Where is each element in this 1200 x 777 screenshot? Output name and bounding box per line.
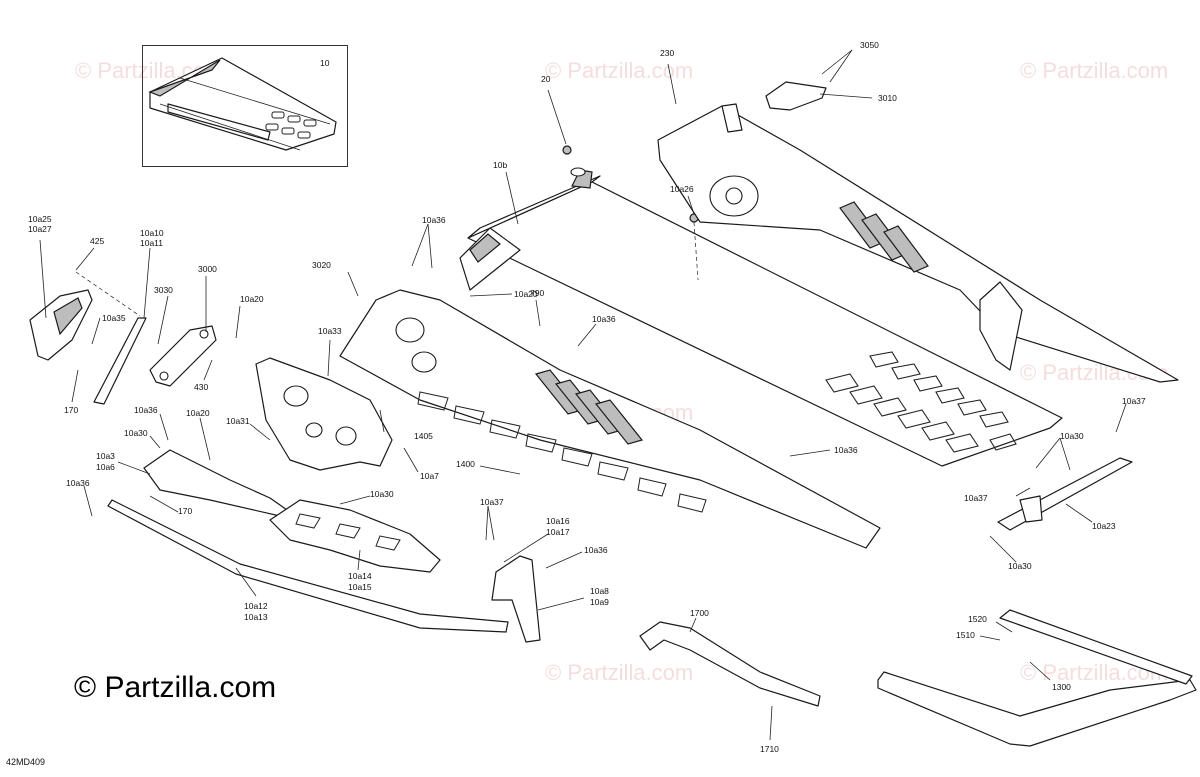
callout-10a7: 10a7 [420, 471, 439, 481]
callout-10a31: 10a31 [226, 416, 250, 426]
callout-1300: 1300 [1052, 682, 1071, 692]
callout-10a20-low: 10a20 [186, 408, 210, 418]
callout-10a37-r: 10a37 [1122, 396, 1146, 406]
callout-1520: 1520 [968, 614, 987, 624]
rail-10a23 [997, 457, 1133, 531]
callout-10a8: 10a8 [590, 586, 609, 596]
callout-10a3: 10a3 [96, 451, 115, 461]
callout-170-low: 170 [178, 506, 192, 516]
callout-10b: 10b [493, 160, 507, 170]
callout-10a37-r2: 10a37 [964, 493, 988, 503]
bracket-10a3 [143, 449, 291, 517]
watermark-2: © Partzilla.com [545, 58, 693, 83]
callout-1405: 1405 [414, 431, 433, 441]
callout-3030: 3030 [154, 285, 173, 295]
handle-1700 [639, 621, 821, 707]
callout-10a33: 10a33 [318, 326, 342, 336]
watermark-3: © Partzilla.com [1020, 58, 1168, 83]
callout-10a36-d: 10a36 [834, 445, 858, 455]
callout-10a30-r2: 10a30 [1008, 561, 1032, 571]
callout-10a17: 10a17 [546, 527, 570, 537]
callout-1510: 1510 [956, 630, 975, 640]
callout-10a27: 10a27 [28, 224, 52, 234]
bracket-3010 [765, 81, 827, 111]
callout-10a30-a: 10a30 [124, 428, 148, 438]
callout-10a9: 10a9 [590, 597, 609, 607]
partzilla-logo: © Partzilla.com [74, 671, 277, 704]
callout-10a26: 10a26 [670, 184, 694, 194]
tunnel-left-side-panel [339, 227, 881, 549]
callout-10a23: 10a23 [1092, 521, 1116, 531]
inset-frame [142, 45, 348, 167]
callout-10a36-a: 10a36 [422, 215, 446, 225]
callout-10a30-r: 10a30 [1060, 431, 1084, 441]
tunnel-right-side-rail [657, 103, 1179, 383]
callout-10a15: 10a15 [348, 582, 372, 592]
callout-10a36-b: 10a36 [592, 314, 616, 324]
callout-10a36-e: 10a36 [66, 478, 90, 488]
callout-labels: 10b 20 230 3050 3010 10a26 10a25 10a27 4… [28, 40, 1146, 754]
callout-10a25: 10a25 [28, 214, 52, 224]
callout-10a11: 10a11 [140, 238, 163, 248]
callout-1400: 1400 [456, 459, 475, 469]
frame-10a14 [269, 499, 441, 573]
callout-10a36-f: 10a36 [584, 545, 608, 555]
inset-tunnel-assembly [148, 57, 337, 151]
bumper-1300 [877, 609, 1197, 747]
callout-230: 230 [660, 48, 674, 58]
callout-10a36-c: 10a36 [134, 405, 158, 415]
callout-10a37-mid: 10a37 [480, 497, 504, 507]
callout-170-left: 170 [64, 405, 78, 415]
callout-10a20-mid: 10a20 [514, 289, 538, 299]
reinforcement-plate-10a31 [255, 357, 393, 471]
callout-1710: 1710 [760, 744, 779, 754]
bracket-10a25 [29, 289, 93, 361]
leader-lines [39, 49, 1127, 741]
inset-label: 10 [320, 58, 330, 68]
callout-3000: 3000 [198, 264, 217, 274]
tunnel-top-panel [467, 145, 1063, 467]
callout-20: 20 [541, 74, 551, 84]
callout-10a30-mid: 10a30 [370, 489, 394, 499]
callout-3050: 3050 [860, 40, 879, 50]
callout-10a10: 10a10 [140, 228, 164, 238]
bumper-bar-10a12 [107, 499, 509, 633]
callout-3010: 3010 [878, 93, 897, 103]
callout-10a13: 10a13 [244, 612, 268, 622]
callout-430: 430 [194, 382, 208, 392]
callout-790: 790 [530, 288, 544, 298]
callout-10a35: 10a35 [102, 313, 126, 323]
callout-1700: 1700 [690, 608, 709, 618]
callout-10a20-top: 10a20 [240, 294, 264, 304]
callout-10a6: 10a6 [96, 462, 115, 472]
callout-10a14: 10a14 [348, 571, 372, 581]
callout-10a16: 10a16 [546, 516, 570, 526]
brace-10a10 [93, 317, 147, 405]
callout-10a12: 10a12 [244, 601, 268, 611]
watermark-6: © Partzilla.com [545, 660, 693, 685]
bracket-10a8 [491, 555, 541, 643]
callout-425: 425 [90, 236, 104, 246]
callout-3020: 3020 [312, 260, 331, 270]
diagram-code: 42MD409 [6, 757, 46, 767]
